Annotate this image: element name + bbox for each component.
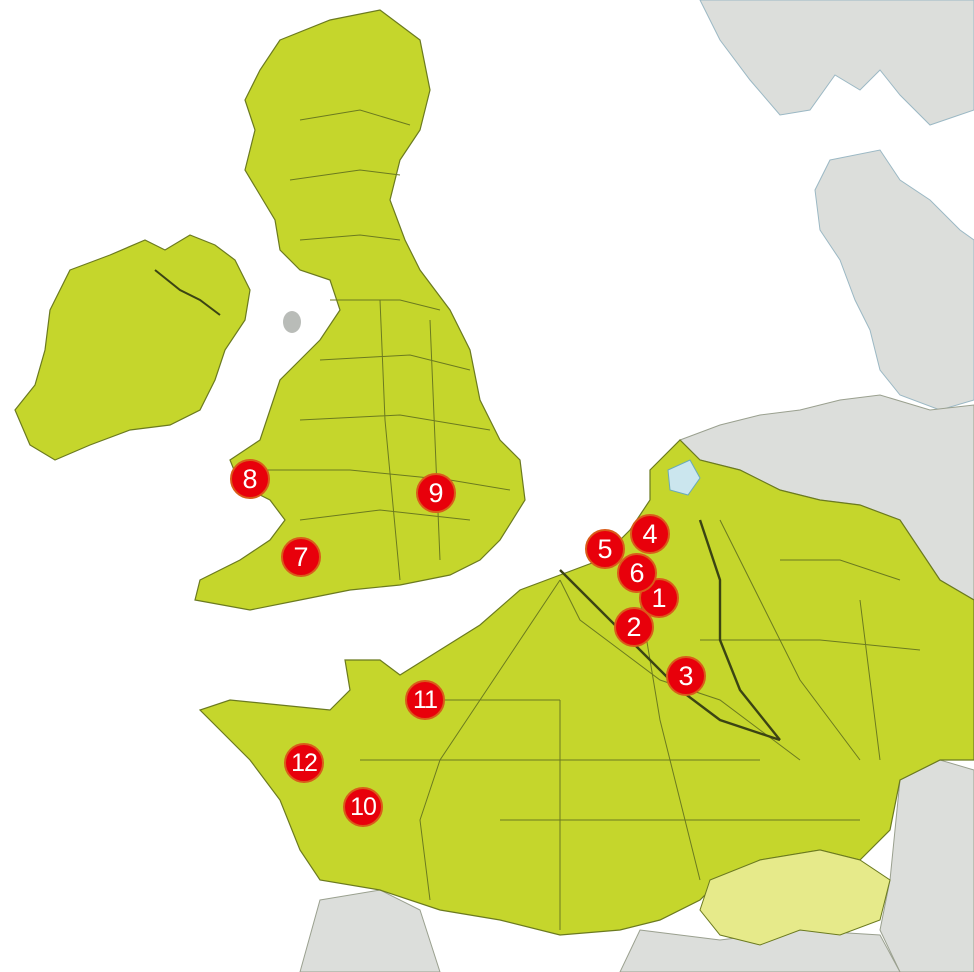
country-borders — [559, 519, 781, 742]
marker-8[interactable]: 8 — [230, 459, 270, 499]
marker-2[interactable]: 2 — [614, 607, 654, 647]
marker-3[interactable]: 3 — [666, 656, 706, 696]
gb-region-borders — [260, 109, 511, 581]
continent-region-borders — [360, 519, 921, 930]
denmark-land — [814, 149, 974, 411]
ni-border — [154, 269, 221, 316]
scandinavia-land — [699, 0, 974, 126]
continent-land — [198, 439, 974, 936]
marker-12[interactable]: 12 — [284, 743, 324, 783]
marker-4[interactable]: 4 — [630, 514, 670, 554]
spain-land — [299, 889, 441, 972]
ijsselmeer-water — [667, 459, 701, 496]
marker-5[interactable]: 5 — [585, 529, 625, 569]
italy-land — [619, 929, 901, 972]
marker-11[interactable]: 11 — [405, 680, 445, 720]
marker-6[interactable]: 6 — [617, 553, 657, 593]
marker-7[interactable]: 7 — [281, 537, 321, 577]
marker-10[interactable]: 10 — [343, 787, 383, 827]
isle-of-man — [283, 311, 301, 333]
ireland-land — [14, 234, 251, 461]
great-britain-land — [194, 9, 526, 611]
switzerland-land — [699, 849, 891, 946]
marker-9[interactable]: 9 — [416, 473, 456, 513]
